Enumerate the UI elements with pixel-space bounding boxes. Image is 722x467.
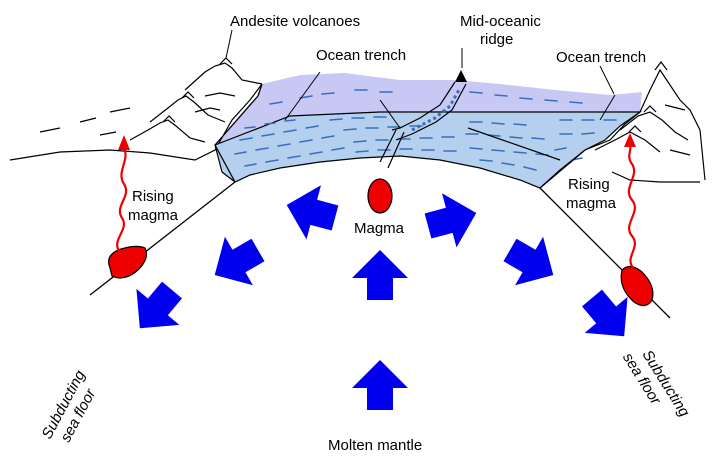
label-ridge-line2: ridge xyxy=(480,31,513,48)
label-subducting-left: Subducting sea floor xyxy=(39,367,105,450)
rising-magma-left-arrowhead xyxy=(118,135,130,150)
label-rising-right-1: Rising xyxy=(568,176,610,193)
label-magma: Magma xyxy=(354,220,405,237)
arrow-up-lower xyxy=(352,360,408,410)
rising-magma-right xyxy=(629,145,635,270)
label-subducting-right: Subducting sea floor xyxy=(619,340,693,430)
arrow-inner-left xyxy=(279,178,342,245)
label-rising-right-2: magma xyxy=(566,195,617,212)
label-molten-mantle: Molten mantle xyxy=(328,437,422,454)
arrow-mid-left xyxy=(201,226,272,299)
arrow-mid-right xyxy=(496,226,567,299)
arrow-up-upper xyxy=(352,250,408,300)
label-ocean-trench-left: Ocean trench xyxy=(316,47,406,64)
leader-andesite xyxy=(226,30,232,58)
label-rising-left-2: magma xyxy=(128,207,179,224)
rising-magma-left xyxy=(117,148,126,252)
magma-blob-left xyxy=(109,246,147,278)
rising-magma-right-arrowhead xyxy=(624,133,636,147)
arrow-inner-right xyxy=(421,186,484,253)
arrow-outer-left xyxy=(118,272,193,346)
label-andesite-volcanoes: Andesite volcanoes xyxy=(230,13,360,30)
label-ridge-line1: Mid-oceanic xyxy=(460,13,541,30)
label-ocean-trench-right: Ocean trench xyxy=(556,49,646,66)
magma-blob-center xyxy=(368,179,392,213)
label-rising-left-1: Rising xyxy=(132,188,174,205)
leader-trench-right xyxy=(600,66,614,94)
